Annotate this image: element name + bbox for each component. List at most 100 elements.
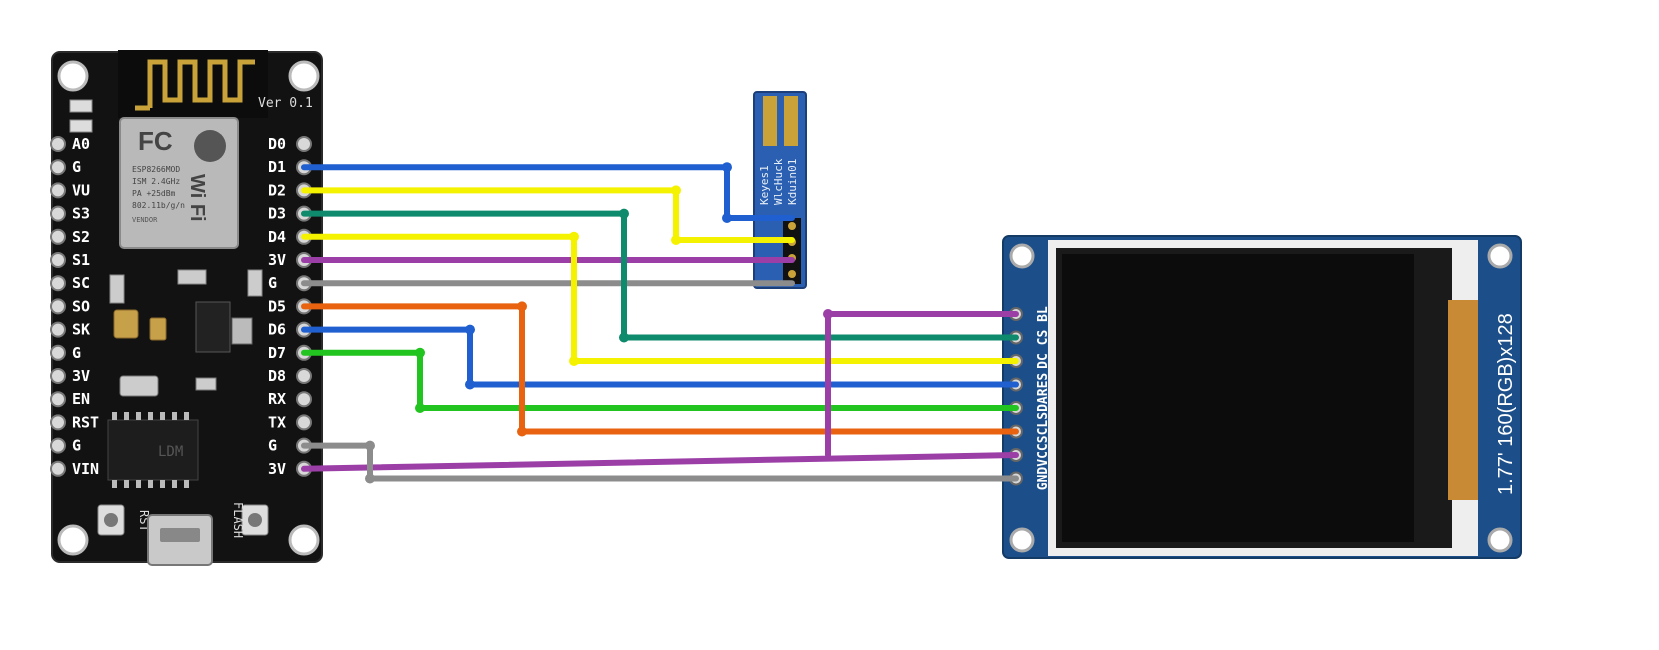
wire-junction	[722, 162, 732, 173]
left-pin-label: G	[72, 344, 81, 362]
right-pin-label: 3V	[268, 460, 286, 478]
smd-component	[177, 269, 207, 285]
ir-label-1: Keyes1	[758, 165, 771, 205]
left-pin-label: S1	[72, 251, 90, 269]
mounting-hole	[57, 60, 89, 92]
module-spec-1: ISM 2.4GHz	[132, 177, 180, 186]
version-label: Ver 0.1	[258, 96, 313, 111]
module-model: ESP8266MOD	[132, 165, 180, 174]
wifi-mark: Wi Fi	[186, 174, 208, 222]
smd-component	[109, 274, 125, 304]
right-pin-label: D3	[268, 205, 286, 223]
smd-component	[69, 119, 93, 133]
left-pin-label: EN	[72, 390, 90, 408]
wire-d3-cs	[301, 210, 1019, 341]
smd-component	[69, 99, 93, 113]
usb-serial-chip	[107, 419, 199, 481]
left-pin-label: RST	[72, 413, 99, 431]
wire-3v-vcc	[301, 452, 1019, 472]
right-pin-tx	[296, 414, 312, 431]
wire-d5-scl	[301, 303, 1019, 435]
module-spec-2: PA +25dBm	[132, 189, 176, 198]
left-pin-label: SC	[72, 274, 90, 292]
left-pin-label: SK	[72, 321, 90, 339]
wire-junction	[465, 324, 475, 335]
right-pin-label: D0	[268, 135, 286, 153]
right-pin-label: D8	[268, 367, 286, 385]
display-pin-label: SCL	[1036, 420, 1051, 444]
right-pin-label: RX	[268, 390, 286, 408]
mounting-hole	[1009, 527, 1035, 553]
left-pin-sk	[50, 321, 66, 338]
display-pin-label: RES	[1036, 373, 1051, 397]
tantalum-capacitor	[113, 309, 139, 339]
voltage-regulator	[195, 301, 231, 353]
wire-junction	[365, 440, 375, 451]
mounting-hole	[288, 524, 320, 556]
wire-d4-dc	[301, 233, 1019, 364]
left-pin-rst	[50, 414, 66, 431]
display-pin-label: GND	[1036, 467, 1051, 491]
display-pin-label: VCC	[1036, 443, 1051, 466]
left-pin-vu	[50, 182, 66, 199]
nodemcu-board: FC Wi Fi ESP8266MOD ISM 2.4GHz PA +25dBm…	[50, 50, 323, 566]
right-pin-label: G	[268, 437, 277, 455]
right-pin-label: D1	[268, 158, 286, 176]
left-pin-so	[50, 298, 66, 315]
left-pin-a0	[50, 136, 66, 152]
left-pin-label: S2	[72, 228, 90, 246]
display-size-label: 1.77' 160(RGB)x128	[1495, 313, 1517, 495]
wire-junction	[619, 332, 629, 343]
display-pin-label: SDA	[1036, 396, 1051, 420]
wire-junction	[415, 347, 425, 358]
display-pin-label: BL	[1036, 306, 1051, 322]
tantalum-capacitor	[149, 317, 167, 341]
wire-junction	[415, 403, 425, 413]
left-pin-g	[50, 159, 66, 176]
fc-mark: FC	[138, 126, 173, 156]
antenna-trace-icon	[147, 59, 255, 108]
wire-junction	[569, 356, 579, 366]
right-pin-label: D5	[268, 297, 286, 315]
ir-header	[783, 218, 801, 284]
wire-junction	[823, 309, 833, 319]
left-pin-3v	[50, 368, 66, 384]
wire-junction	[619, 208, 629, 219]
mounting-hole	[1487, 243, 1513, 269]
wire-junction	[722, 213, 732, 223]
right-pin-label: TX	[268, 413, 286, 431]
ir-contact-pad	[784, 96, 798, 146]
mounting-hole	[1009, 243, 1035, 269]
wire-g-gnd	[301, 442, 1019, 482]
chip-label: LDM	[158, 444, 183, 460]
left-pin-label: SO	[72, 297, 90, 315]
ir-label-2: WlcHuck	[772, 158, 785, 205]
wire-junction	[517, 301, 527, 312]
ir-contact-pad	[763, 96, 777, 146]
wire-d6-res	[301, 326, 1019, 388]
right-pin-label: D7	[268, 344, 286, 362]
left-pin-g	[50, 344, 66, 361]
wire-d2-ir	[301, 187, 795, 243]
right-pin-d0	[296, 136, 312, 152]
left-pin-label: VU	[72, 181, 90, 199]
module-vendor: VENDOR	[132, 216, 158, 224]
left-pin-label: S3	[72, 205, 90, 223]
right-pin-label: D2	[268, 181, 286, 199]
wire-d1-ir	[301, 164, 795, 221]
wire-junction	[465, 379, 475, 390]
right-pin-rx	[296, 391, 312, 408]
ir-pin	[788, 222, 796, 230]
ir-pin	[788, 270, 796, 278]
mounting-hole	[57, 524, 89, 556]
left-pin-label: G	[72, 158, 81, 176]
display-pin-label: CS	[1036, 330, 1051, 346]
wire-junction	[671, 235, 681, 245]
mounting-hole	[288, 60, 320, 92]
mounting-hole	[1487, 527, 1513, 553]
wire-junction	[517, 426, 527, 437]
screen-active-area	[1062, 254, 1414, 542]
